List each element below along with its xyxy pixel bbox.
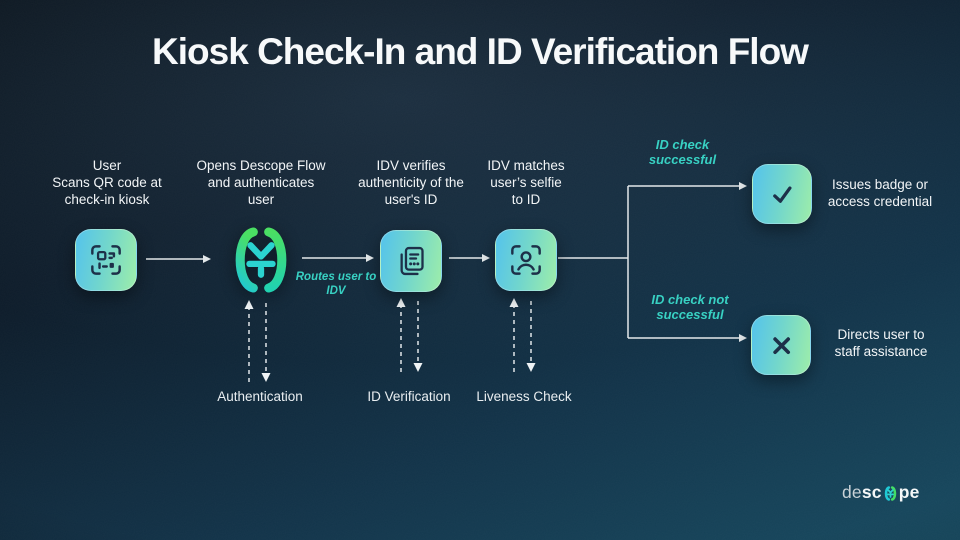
step-caption-idv: IDV verifies authenticity of the user's … xyxy=(358,158,464,207)
face-scan-icon xyxy=(495,229,557,291)
dashed-arrows-authentication xyxy=(244,300,271,382)
qr-code-icon xyxy=(75,229,137,291)
page-title: Kiosk Check-In and ID Verification Flow xyxy=(152,31,809,72)
success-outcome-label: Issues badge or access credential xyxy=(827,177,933,209)
dashed-arrows-liveness-check xyxy=(509,298,536,372)
step-caption-auth: Opens Descope Flow and authenticates use… xyxy=(196,158,326,207)
failure-outcome-label: Directs user to staff assistance xyxy=(834,327,928,359)
lane-label-id-verification: ID Verification xyxy=(367,389,451,404)
step-caption-scan: User Scans QR code at check-in kiosk xyxy=(52,158,162,207)
logo-text-pe: pe xyxy=(898,482,920,502)
checkmark-icon xyxy=(752,164,812,224)
arrow-idv-to-selfie xyxy=(449,254,490,262)
id-document-icon xyxy=(380,230,442,292)
lane-label-liveness-check: Liveness Check xyxy=(476,389,572,404)
id-check-successful-label: ID check successful xyxy=(648,137,717,167)
logo-text-de: de xyxy=(842,482,862,502)
branch-connector xyxy=(558,182,747,342)
logo-text-sc: sc xyxy=(861,482,882,502)
dashed-arrows-id-verification xyxy=(396,298,423,372)
lane-label-authentication: Authentication xyxy=(217,389,303,404)
x-mark-icon xyxy=(751,315,811,375)
descope-flow-icon xyxy=(235,227,287,293)
arrow-scan-to-auth xyxy=(146,255,211,263)
step-caption-selfie: IDV matches user’s selfie to ID xyxy=(487,158,565,207)
routes-user-to-idv-label: Routes user to IDV xyxy=(295,271,377,297)
id-check-not-successful-label: ID check not successful xyxy=(651,292,729,322)
descope-logo-mark-icon xyxy=(884,485,896,501)
arrow-auth-to-idv xyxy=(302,254,374,262)
